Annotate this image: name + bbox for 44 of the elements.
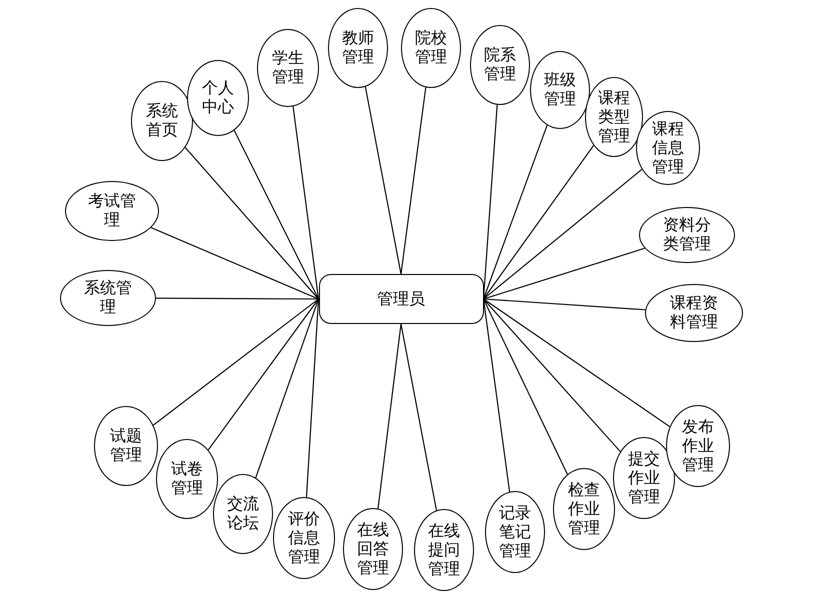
function-ellipse: 交流论坛 <box>213 474 273 554</box>
connector-line <box>234 130 319 300</box>
function-ellipse: 院系管理 <box>470 25 530 105</box>
connector-line <box>400 324 437 510</box>
connector-line <box>400 87 426 274</box>
connector-line <box>156 298 318 300</box>
connector-line <box>377 324 402 509</box>
function-ellipse: 院校管理 <box>401 8 461 88</box>
function-ellipse: 系统首页 <box>131 81 193 161</box>
connector-line <box>483 145 594 300</box>
function-ellipse: 检查作业管理 <box>553 468 615 550</box>
function-ellipse: 提交作业管理 <box>613 437 675 519</box>
function-ellipse: 记录笔记管理 <box>485 491 545 573</box>
function-ellipse: 在线提问管理 <box>414 509 474 591</box>
function-ellipse: 课程类型管理 <box>585 77 643 157</box>
connector-line <box>208 298 319 450</box>
connector-line <box>483 298 621 452</box>
connector-line <box>150 227 319 300</box>
function-ellipse: 教师管理 <box>328 8 388 88</box>
function-ellipse: 发布作业管理 <box>666 405 730 487</box>
function-ellipse: 在线回答管理 <box>343 508 403 590</box>
connector-line <box>364 86 402 274</box>
function-ellipse: 评价信息管理 <box>273 497 335 579</box>
connector-line <box>184 147 319 300</box>
function-ellipse: 课程信息管理 <box>636 111 700 185</box>
connector-line <box>483 248 645 300</box>
function-ellipse: 试题管理 <box>94 406 158 486</box>
function-ellipse: 考试管理 <box>65 181 159 241</box>
function-ellipse: 资料分类管理 <box>639 207 735 263</box>
connector-line <box>482 125 548 300</box>
connector-line <box>483 298 670 428</box>
connector-line <box>483 298 646 310</box>
function-ellipse: 课程资料管理 <box>645 284 743 342</box>
connector-line <box>483 168 642 300</box>
function-ellipse: 个人中心 <box>187 60 249 136</box>
function-ellipse: 班级管理 <box>530 51 590 129</box>
function-ellipse: 试卷管理 <box>156 439 218 519</box>
function-ellipse: 系统管理 <box>60 270 156 326</box>
role-box: 管理员 <box>318 274 484 324</box>
function-ellipse: 学生管理 <box>257 29 319 107</box>
connector-line <box>152 298 319 426</box>
connector-line <box>292 106 320 300</box>
connector-line <box>483 298 568 475</box>
connector-line <box>255 298 320 478</box>
